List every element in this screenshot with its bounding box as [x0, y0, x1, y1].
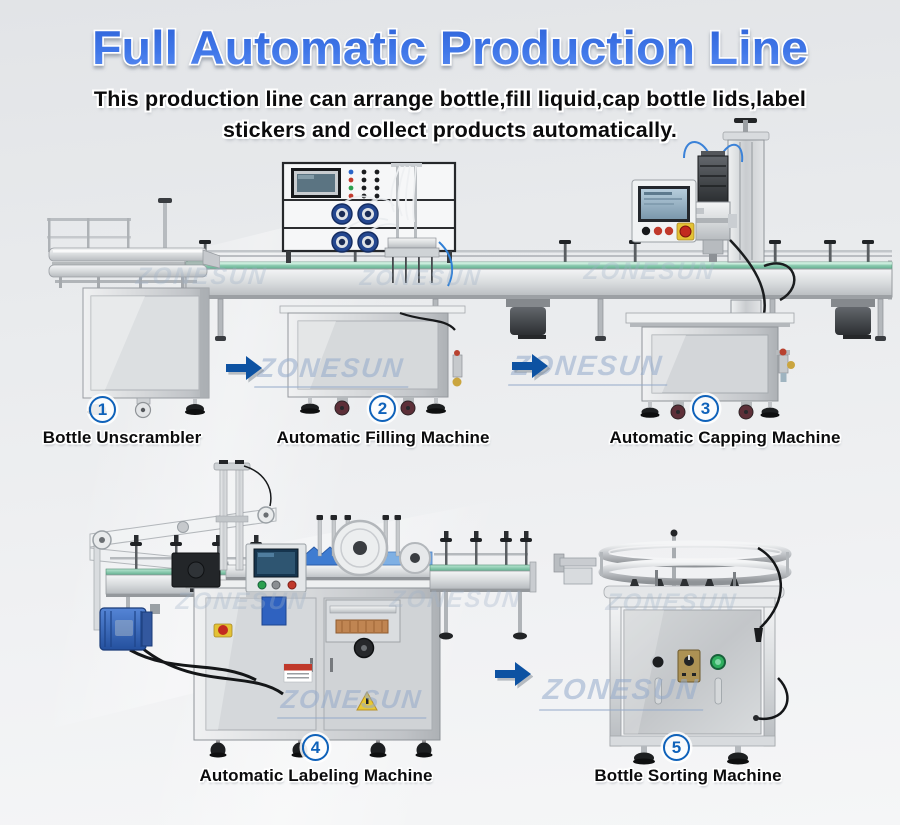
subtitle: This production line can arrange bottle,…	[0, 84, 900, 146]
stage-label-filling-machine: Automatic Filling Machine	[276, 428, 490, 447]
brand-watermark: ZONESUN	[539, 674, 707, 711]
stage-number-1: 1	[89, 396, 116, 423]
labeler-columns	[213, 460, 272, 571]
brand-watermark: ZONESUN	[358, 265, 483, 290]
subtitle-line-1: This production line can arrange bottle,…	[93, 87, 807, 111]
filler-buttons	[348, 169, 380, 199]
sorter-cable	[753, 546, 789, 721]
flow-arrow-2	[512, 354, 550, 381]
filler-control-screen	[291, 168, 341, 198]
brand-watermark: ZONESUN	[134, 263, 269, 290]
labeler-warning-stickers	[283, 663, 378, 711]
unscrambler-underframe	[55, 277, 197, 288]
stage-number-4: 4	[302, 734, 329, 761]
subtitle-line-2: stickers and collect products automatica…	[222, 118, 678, 142]
filler-cabinet	[279, 305, 466, 398]
filling-machine-illustration	[279, 161, 466, 416]
brand-watermark: ZONESUN	[582, 258, 717, 285]
conveyor-guide-rail	[192, 250, 892, 257]
title-banner: Full Automatic Production Line	[90, 19, 809, 75]
sorter-turntable	[598, 529, 792, 594]
brand-watermark: ZONESUN	[277, 684, 430, 719]
capping-machine-illustration	[625, 118, 796, 420]
brand-watermark: ZONESUN	[388, 586, 523, 613]
capper-feet	[640, 401, 780, 420]
unscrambler-center-post	[158, 198, 172, 250]
stage-label-labeling-machine: Automatic Labeling Machine	[199, 766, 433, 785]
brand-watermark: ZONESUN	[604, 589, 739, 616]
stage-number-3: 3	[692, 395, 719, 422]
bottle-sorting-machine-illustration	[553, 529, 792, 765]
brand-watermark: ZONESUN	[174, 588, 309, 615]
sorter-infeed	[553, 553, 597, 585]
brand-watermark: ZONESUN	[254, 353, 412, 388]
sorter-deck	[603, 570, 785, 599]
labeler-motor	[99, 604, 284, 696]
capper-table-cabinet	[625, 312, 795, 402]
stage-label-sorting-machine: Bottle Sorting Machine	[594, 766, 782, 785]
stage-label-bottle-unscrambler: Bottle Unscrambler	[42, 428, 202, 447]
unscrambler-rotary-disc	[48, 247, 220, 278]
sorter-controls	[650, 649, 726, 705]
filler-nozzle-unit	[384, 163, 454, 287]
labeler-control-panel	[245, 543, 307, 597]
capper-column	[722, 118, 770, 317]
capper-air-filter	[776, 348, 795, 382]
page-title: Full Automatic Production Line	[92, 21, 808, 74]
flow-arrow-3	[495, 662, 533, 689]
capper-cables	[729, 239, 796, 315]
sorter-feet	[633, 746, 749, 765]
unscrambler-guard-rail	[47, 218, 131, 252]
filler-air-filter	[452, 350, 463, 387]
labeler-pedestal	[261, 596, 287, 626]
labeler-drive-box	[171, 552, 221, 588]
bottle-unscrambler-illustration	[47, 198, 220, 419]
labeler-applicator	[325, 599, 401, 659]
labeler-emergency-stop	[213, 623, 233, 638]
labeling-machine-illustration	[89, 460, 537, 758]
stage-number-5: 5	[663, 734, 690, 761]
capper-head	[683, 141, 744, 262]
main-conveyor	[184, 240, 893, 341]
conveyor-drive-motor	[506, 299, 550, 339]
stage-number-2: 2	[369, 395, 396, 422]
labeler-outfeed-conveyor	[429, 531, 537, 640]
stage-label-capping-machine: Automatic Capping Machine	[609, 428, 841, 447]
flow-arrow-1	[226, 356, 264, 383]
unscrambler-cabinet	[82, 287, 210, 399]
labeler-label-station	[289, 515, 433, 577]
conveyor-drive-motor	[831, 299, 875, 339]
filler-feet	[300, 397, 446, 416]
filler-pump-heads	[331, 203, 379, 253]
conveyor-belt	[184, 260, 893, 300]
capper-hmi-panel	[631, 179, 704, 243]
